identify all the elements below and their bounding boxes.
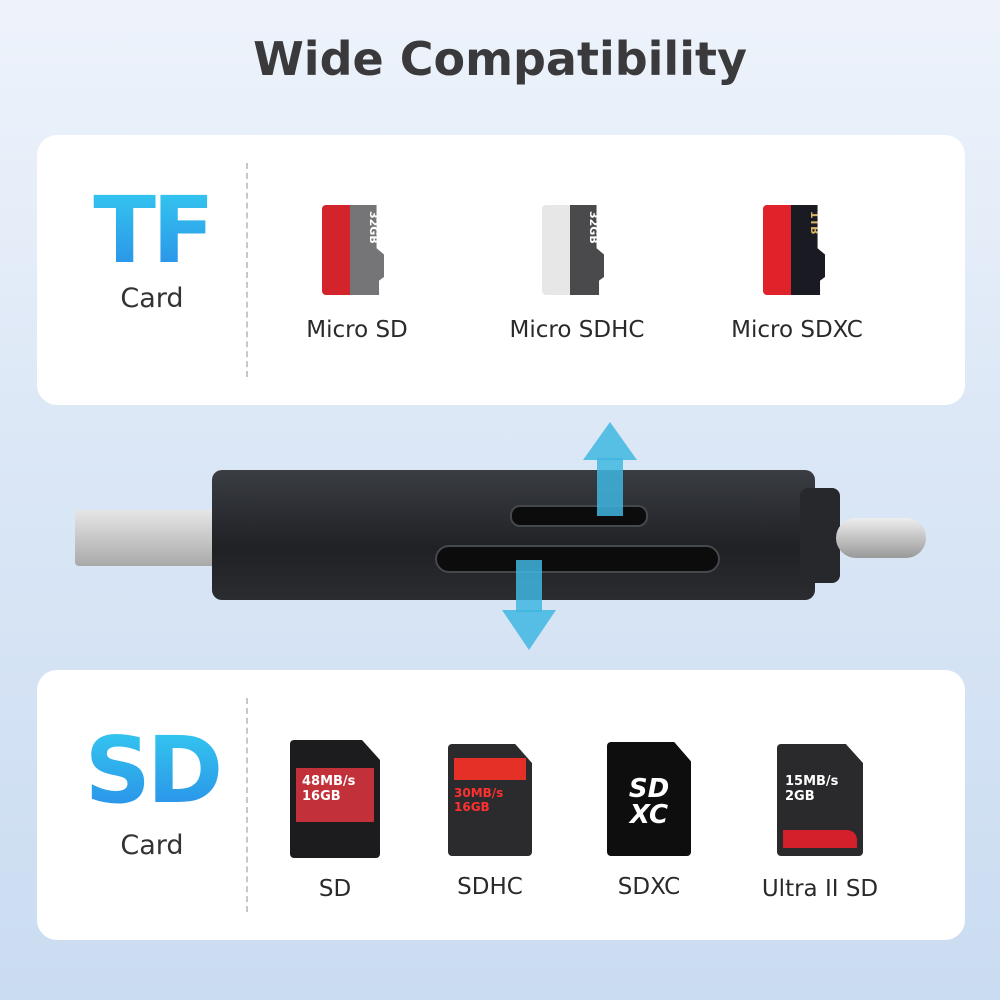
micro-sdhc-label: Micro SDHC [509,317,645,343]
divider [246,698,248,912]
micro-sdxc-label: Micro SDXC [731,317,863,343]
ultra-ii-sd-label: Ultra II SD [761,876,879,902]
card-reader-body [212,470,815,600]
sdxc-label: SDXC [617,874,681,900]
reader-end-cap [800,488,840,583]
usb-a-connector [75,510,215,566]
sdhc-label: SDHC [457,874,523,900]
micro-sdhc-card-image: 32GB [542,205,604,295]
sd-card-image: 48MB/s 16GB [290,740,380,858]
tf-subheading: Card [120,283,184,314]
sd-card-panel: SD Card 48MB/s 16GB SD 30MB/s 16GB SDHC … [37,670,965,940]
sd-label: SD [318,876,352,902]
divider [246,163,248,377]
sd-heading: SD [77,725,227,817]
sdxc-card-image: SD XC [607,742,691,856]
ultra-ii-sd-card-image: 15MB/s 2GB [777,744,863,856]
tf-heading: TF [77,185,227,277]
micro-sd-label: Micro SD [306,317,408,343]
usb-c-connector [836,518,926,558]
tf-card-panel: TF Card 32GB Micro SD 32GB Micro SDHC 1T… [37,135,965,405]
micro-sd-card-image: 32GB [322,205,384,295]
page-title: Wide Compatibility [253,32,747,86]
tf-slot [510,505,648,527]
sdhc-card-image: 30MB/s 16GB [448,744,532,856]
sd-subheading: Card [120,830,184,861]
micro-sdxc-card-image: 1TB [763,205,825,295]
sd-slot [435,545,720,573]
